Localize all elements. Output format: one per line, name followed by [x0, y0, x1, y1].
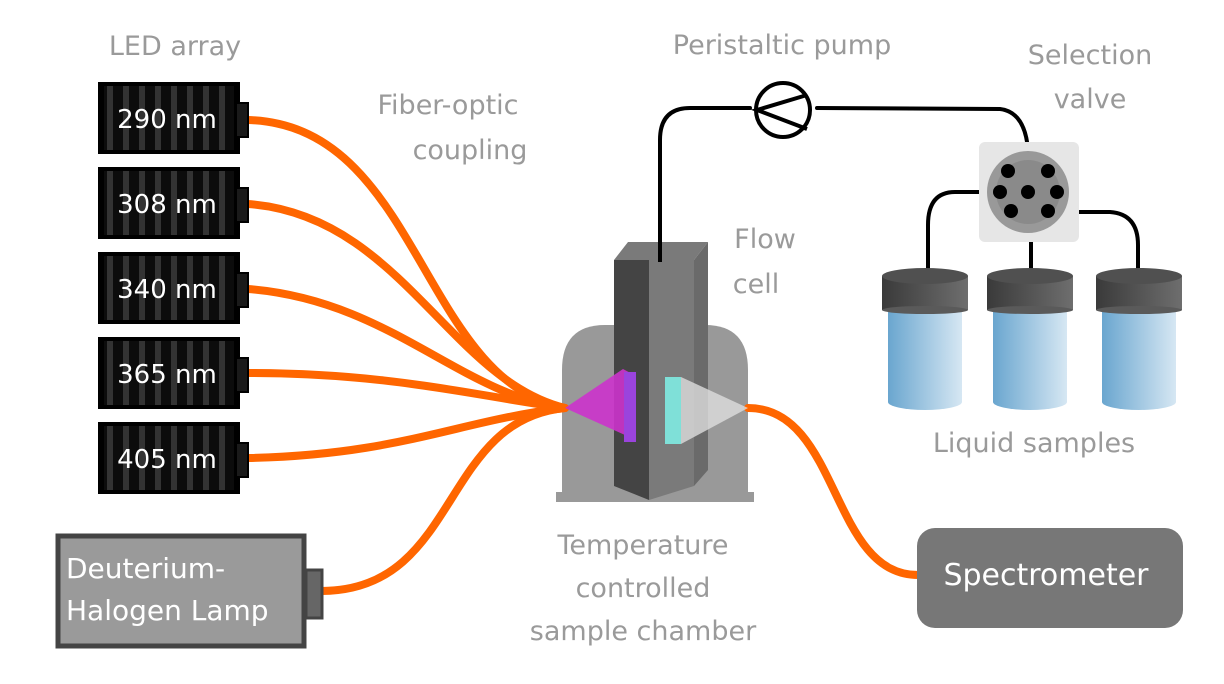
fiber-label-line2: coupling [413, 135, 528, 166]
selection-valve[interactable] [979, 142, 1079, 242]
flow-cell-label-line2: cell [733, 269, 779, 300]
flow-cell[interactable] [614, 140, 708, 500]
chamber-label-line3: sample chamber [530, 616, 757, 647]
led-label: 405 nm [117, 445, 217, 475]
sample-vial[interactable] [882, 268, 968, 410]
deuterium-halogen-lamp[interactable]: Deuterium- Halogen Lamp [55, 533, 324, 649]
flow-cell-label-line1: Flow [734, 224, 796, 255]
chamber-label-line1: Temperature [556, 530, 728, 561]
led-label: 290 nm [117, 105, 217, 135]
led-290[interactable]: 290 nm [98, 82, 249, 154]
spectrometer[interactable]: Spectrometer [917, 528, 1183, 628]
spectrometer-label: Spectrometer [943, 558, 1149, 593]
valve-label-line1: Selection [1028, 40, 1152, 71]
led-label: 308 nm [117, 190, 217, 220]
chamber-label-line2: controlled [576, 573, 711, 604]
fiber-optic-cables [244, 116, 922, 595]
sample-vial[interactable] [1096, 268, 1182, 410]
led-label: 365 nm [117, 360, 217, 390]
fiber-label-line1: Fiber-optic [377, 90, 518, 121]
led-405[interactable]: 405 nm [98, 422, 249, 494]
led-array-label: LED array [109, 31, 241, 62]
light-beams [565, 369, 748, 444]
valve-label-line2: valve [1054, 84, 1127, 115]
led-label: 340 nm [117, 275, 217, 305]
lamp-label-line1: Deuterium- [66, 552, 225, 585]
sample-vial[interactable] [987, 268, 1073, 410]
led-308[interactable]: 308 nm [98, 167, 249, 239]
pump-label: Peristaltic pump [673, 30, 891, 61]
led-365[interactable]: 365 nm [98, 337, 249, 409]
lamp-label-line2: Halogen Lamp [66, 594, 269, 627]
led-array: 290 nm 308 nm 340 nm 365 nm 405 nm [98, 82, 249, 494]
peristaltic-pump-icon[interactable] [750, 81, 812, 139]
led-340[interactable]: 340 nm [98, 252, 249, 324]
samples-label: Liquid samples [933, 428, 1135, 459]
sample-vials [882, 268, 1182, 410]
